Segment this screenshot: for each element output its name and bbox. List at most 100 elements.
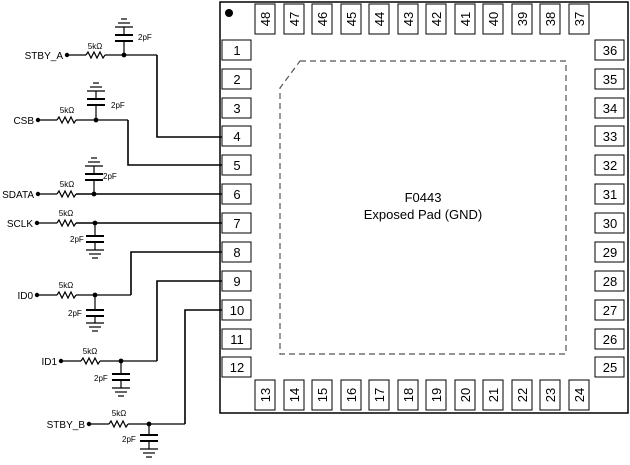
resistor-symbol bbox=[56, 218, 77, 228]
pin-8-label: 8 bbox=[233, 245, 240, 260]
pin-20: 20 bbox=[454, 379, 476, 411]
resistor-symbol bbox=[85, 50, 106, 60]
pin-37: 37 bbox=[568, 3, 590, 35]
capacitor-value-id1: 2pF bbox=[94, 374, 108, 383]
resistor-symbol bbox=[56, 115, 77, 125]
pin-37-label: 37 bbox=[572, 12, 587, 26]
pin-33-label: 33 bbox=[603, 129, 617, 144]
pin-42: 42 bbox=[425, 3, 447, 35]
pin-6-label: 6 bbox=[233, 187, 240, 202]
pin-11: 11 bbox=[221, 328, 252, 350]
resistor-symbol bbox=[56, 290, 77, 300]
pin-39-label: 39 bbox=[515, 12, 530, 26]
pin-47: 47 bbox=[283, 3, 305, 35]
net-id1: ID1 5kΩ 2pF bbox=[41, 280, 222, 397]
pin-22-label: 22 bbox=[515, 388, 530, 402]
pin-24-label: 24 bbox=[572, 388, 587, 402]
pin-16-label: 16 bbox=[344, 388, 359, 402]
pin-21-label: 21 bbox=[486, 388, 501, 402]
pin-41-label: 41 bbox=[458, 12, 473, 26]
signal-label-stby-b: STBY_B bbox=[47, 420, 86, 431]
pin-5: 5 bbox=[221, 154, 252, 176]
pin-31-label: 31 bbox=[603, 187, 617, 202]
net-stby-b: STBY_B 5kΩ 2pF bbox=[47, 309, 222, 458]
resistor-value-stby-b: 5kΩ bbox=[112, 409, 126, 418]
bottom-pins: 13 14 15 16 17 18 19 20 21 22 23 24 bbox=[254, 379, 590, 411]
capacitor-value-id0: 2pF bbox=[68, 309, 82, 318]
pin-48-label: 48 bbox=[258, 12, 273, 26]
pin-25-label: 25 bbox=[603, 360, 617, 375]
pin-7-label: 7 bbox=[233, 216, 240, 231]
chip-part-number: F0443 bbox=[405, 190, 442, 205]
pin-44-label: 44 bbox=[372, 12, 387, 26]
pin-5-label: 5 bbox=[233, 158, 240, 173]
pin-12: 12 bbox=[221, 356, 252, 378]
pin-16: 16 bbox=[340, 379, 362, 411]
pin-31: 31 bbox=[594, 183, 625, 205]
pin-12-label: 12 bbox=[230, 360, 244, 375]
pin-35: 35 bbox=[594, 68, 625, 90]
signal-label-sdata: SDATA bbox=[2, 190, 34, 201]
top-pins: 48 47 46 45 44 43 42 41 40 39 38 37 bbox=[254, 3, 590, 35]
chip-body bbox=[219, 1, 629, 414]
pin-10: 10 bbox=[221, 299, 252, 321]
pin-4-label: 4 bbox=[233, 129, 240, 144]
pin-42-label: 42 bbox=[429, 12, 444, 26]
pin-44: 44 bbox=[368, 3, 390, 35]
net-stby-a: STBY_A 5kΩ 2pF bbox=[25, 18, 222, 138]
pin-22: 22 bbox=[511, 379, 533, 411]
resistor-value-stby-a: 5kΩ bbox=[88, 42, 102, 51]
pin-40: 40 bbox=[482, 3, 504, 35]
pin-24: 24 bbox=[568, 379, 590, 411]
net-id0: ID0 5kΩ 2pF bbox=[17, 251, 222, 332]
net-csb: CSB 5kΩ 2pF bbox=[13, 82, 222, 166]
pin-11-label: 11 bbox=[230, 332, 244, 347]
resistor-value-id1: 5kΩ bbox=[83, 347, 97, 356]
pin-18: 18 bbox=[397, 379, 419, 411]
pin-2-label: 2 bbox=[233, 72, 240, 87]
pin-20-label: 20 bbox=[458, 388, 473, 402]
pin-26-label: 26 bbox=[603, 332, 617, 347]
pin-17-label: 17 bbox=[372, 388, 387, 402]
pin-9-label: 9 bbox=[233, 274, 240, 289]
resistor-symbol bbox=[56, 189, 77, 199]
resistor-value-csb: 5kΩ bbox=[60, 106, 74, 115]
pin-33: 33 bbox=[594, 125, 625, 147]
pin-29: 29 bbox=[594, 241, 625, 263]
capacitor-value-sdata: 2pF bbox=[103, 172, 117, 181]
pin-10-label: 10 bbox=[230, 303, 244, 318]
pin-40-label: 40 bbox=[486, 12, 501, 26]
pin-36-label: 36 bbox=[603, 43, 617, 58]
pin-28-label: 28 bbox=[603, 274, 617, 289]
signal-label-csb: CSB bbox=[13, 116, 34, 127]
net-sdata: SDATA 5kΩ 2pF bbox=[2, 157, 222, 201]
pin-27: 27 bbox=[594, 299, 625, 321]
pin-19-label: 19 bbox=[429, 388, 444, 402]
pin-14-label: 14 bbox=[287, 388, 302, 402]
signal-label-id1: ID1 bbox=[41, 357, 57, 368]
pin-32: 32 bbox=[594, 154, 625, 176]
pin-1: 1 bbox=[221, 39, 252, 61]
pin-36: 36 bbox=[594, 39, 625, 61]
resistor-symbol bbox=[108, 419, 129, 429]
pin-4: 4 bbox=[221, 125, 252, 147]
pin-18-label: 18 bbox=[401, 388, 416, 402]
pin-43-label: 43 bbox=[401, 12, 416, 26]
pin-34: 34 bbox=[594, 97, 625, 119]
left-pins: 1 2 3 4 5 6 7 8 9 10 11 12 bbox=[221, 39, 252, 378]
pin-48: 48 bbox=[254, 3, 276, 35]
pin-23: 23 bbox=[539, 379, 561, 411]
pin-3-label: 3 bbox=[233, 101, 240, 116]
pin-45-label: 45 bbox=[344, 12, 359, 26]
resistor-value-sclk: 5kΩ bbox=[59, 209, 73, 218]
pin-39: 39 bbox=[511, 3, 533, 35]
pin-30: 30 bbox=[594, 212, 625, 234]
right-pins: 36 35 34 33 32 31 30 29 28 27 26 25 bbox=[594, 39, 625, 378]
pin-41: 41 bbox=[454, 3, 476, 35]
pin-17: 17 bbox=[368, 379, 390, 411]
pin-25: 25 bbox=[594, 356, 625, 378]
pin-47-label: 47 bbox=[287, 12, 302, 26]
resistor-value-sdata: 5kΩ bbox=[60, 180, 74, 189]
pin-6: 6 bbox=[221, 183, 252, 205]
